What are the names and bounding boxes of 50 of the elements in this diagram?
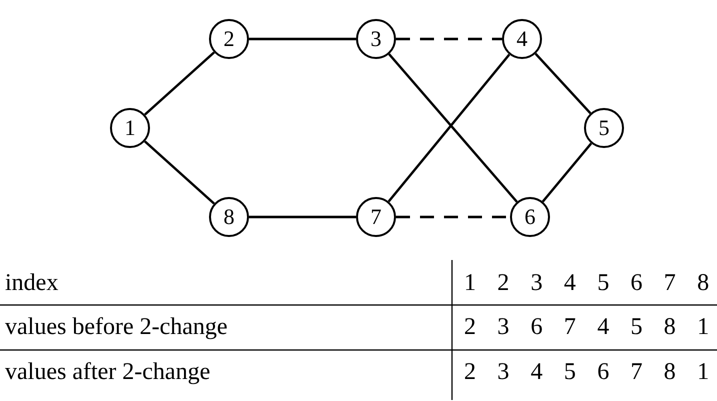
connector xyxy=(249,38,356,40)
numbered-circle xyxy=(356,19,396,59)
table-value: 6 xyxy=(597,358,610,386)
connector xyxy=(249,216,356,218)
table-value: 5 xyxy=(564,358,576,386)
node-number: 1 xyxy=(124,115,136,141)
table-value: 3 xyxy=(497,358,510,386)
dashed-connector xyxy=(396,38,502,40)
numbered-circle xyxy=(584,108,624,148)
table-value: 2 xyxy=(497,269,510,297)
node-number: 4 xyxy=(516,26,528,52)
numbered-circle xyxy=(502,19,542,59)
node-number: 7 xyxy=(370,204,382,230)
node-number: 3 xyxy=(370,26,382,52)
table-value: 5 xyxy=(630,313,642,341)
connector xyxy=(542,142,592,202)
table-value: 7 xyxy=(630,358,642,386)
numbered-circle xyxy=(510,197,550,237)
table-value: 2 xyxy=(464,358,476,386)
table-value: 7 xyxy=(664,269,676,297)
numbered-circle xyxy=(356,197,396,237)
table-value: 6 xyxy=(630,269,642,297)
connector xyxy=(534,52,592,114)
numbered-circle xyxy=(110,108,150,148)
table-value: 8 xyxy=(664,358,676,386)
table-value: 4 xyxy=(530,358,543,386)
table-value: 1 xyxy=(697,358,710,386)
node-number: 6 xyxy=(524,204,536,230)
connector xyxy=(144,51,215,116)
row-header: values after 2-change xyxy=(5,358,210,386)
node-number: 2 xyxy=(224,26,234,52)
table-value: 4 xyxy=(597,313,610,341)
connector xyxy=(144,140,215,205)
table-value: 7 xyxy=(564,313,576,341)
table-value: 8 xyxy=(664,313,676,341)
numbered-circle xyxy=(209,19,249,59)
table-value: 3 xyxy=(497,313,510,341)
table-value: 2 xyxy=(464,313,476,341)
node-number: 5 xyxy=(598,115,610,141)
table-value: 6 xyxy=(530,313,543,341)
table-value: 5 xyxy=(597,269,610,297)
node-number: 8 xyxy=(224,204,234,230)
table-value: 1 xyxy=(464,269,476,297)
table-value: 4 xyxy=(564,269,576,297)
table-value: 1 xyxy=(697,313,710,341)
row-header: index xyxy=(5,269,58,297)
numbered-circle xyxy=(209,197,249,237)
table-value: 3 xyxy=(530,269,543,297)
row-header: values before 2-change xyxy=(5,313,228,341)
table-value: 8 xyxy=(697,269,710,297)
